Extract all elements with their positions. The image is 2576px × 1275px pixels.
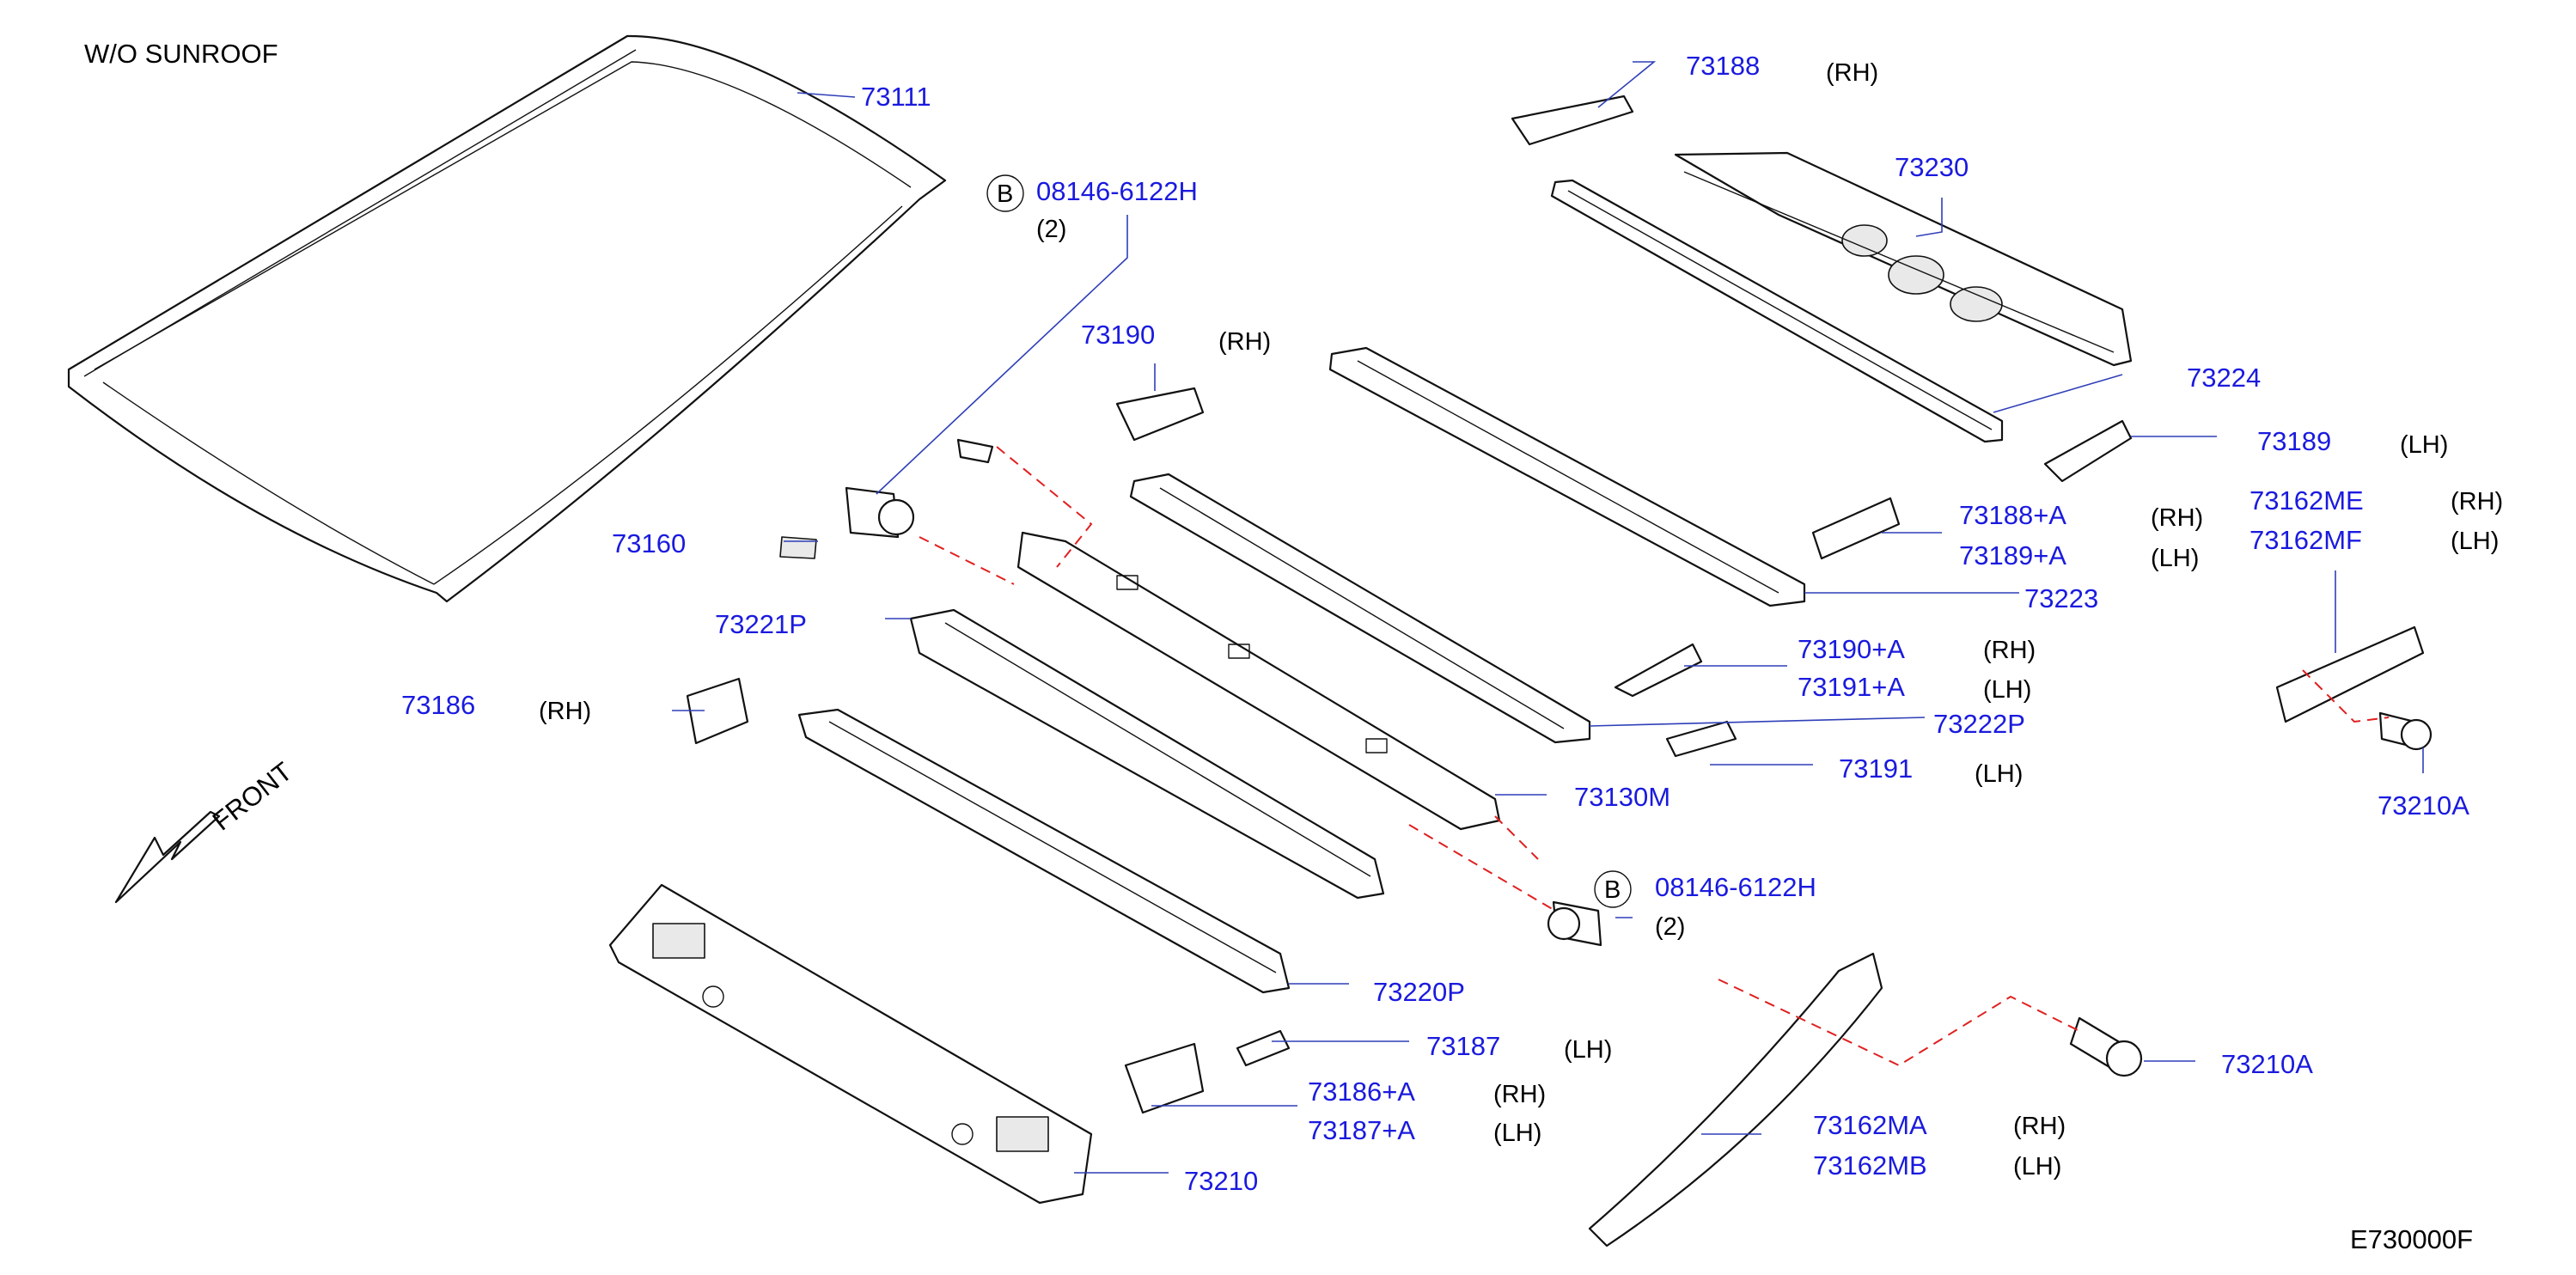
part-73223[interactable]: 73223 xyxy=(2024,583,2098,613)
part-73186a-side: (RH) xyxy=(1493,1081,1546,1108)
side-bracket-73162ma-drawing xyxy=(1588,952,1883,1248)
reinforcement-73130m-drawing xyxy=(1016,531,1501,831)
part-73111[interactable]: 73111 xyxy=(861,82,931,112)
part-73162me[interactable]: 73162ME xyxy=(2249,485,2364,515)
part-73187-side: (LH) xyxy=(1564,1036,1612,1064)
part-73190a-side: (RH) xyxy=(1983,637,2036,664)
roof-panel-drawing xyxy=(67,34,947,603)
part-73186-side: (RH) xyxy=(539,698,591,725)
part-73186[interactable]: 73186 xyxy=(401,690,475,720)
part-73190-side: (RH) xyxy=(1218,328,1271,356)
side-bracket-73162me-drawing xyxy=(2275,625,2425,723)
bow-73221p-drawing xyxy=(909,608,1385,900)
part-73220p[interactable]: 73220P xyxy=(1373,977,1465,1007)
part-73210a-right[interactable]: 73210A xyxy=(2378,790,2469,821)
part-73162me-side: (RH) xyxy=(2451,488,2503,515)
small-brackets-drawing xyxy=(686,95,2133,1114)
part-08146-top-qty: (2) xyxy=(1036,216,1066,243)
fasteners-drawing xyxy=(845,438,2433,1077)
part-73189-side: (LH) xyxy=(2400,431,2448,459)
rear-header-drawing xyxy=(1674,151,2133,367)
bow-73220p-drawing xyxy=(797,708,1291,994)
part-73191a[interactable]: 73191+A xyxy=(1798,672,1905,702)
part-73190[interactable]: 73190 xyxy=(1081,320,1155,350)
front-header-drawing xyxy=(608,883,1093,1205)
part-73210a-bottom[interactable]: 73210A xyxy=(2221,1049,2313,1079)
bolt-marker-circle-bottom xyxy=(1594,870,1632,908)
front-arrow-icon xyxy=(114,810,221,904)
part-73188a-side: (RH) xyxy=(2151,504,2203,532)
part-73190a[interactable]: 73190+A xyxy=(1798,634,1905,664)
part-08146-bottom-qty: (2) xyxy=(1655,913,1685,941)
assembly-dash-lines xyxy=(919,446,2390,1067)
part-73191-side: (LH) xyxy=(1975,760,2023,788)
bow-73223-drawing xyxy=(1328,346,1806,607)
bow-73222p-drawing xyxy=(1129,473,1591,744)
part-73186a[interactable]: 73186+A xyxy=(1308,1077,1415,1107)
part-73230[interactable]: 73230 xyxy=(1895,152,1969,182)
part-73187a-side: (LH) xyxy=(1493,1119,1541,1147)
part-73162ma-side: (RH) xyxy=(2013,1113,2066,1140)
front-label: FRONT xyxy=(207,756,298,836)
part-73221p[interactable]: 73221P xyxy=(715,609,807,639)
part-73130m[interactable]: 73130M xyxy=(1574,782,1670,812)
part-73188a[interactable]: 73188+A xyxy=(1959,500,2066,530)
leader-lines xyxy=(672,61,2424,1174)
bolt-marker-bottom: B xyxy=(1604,876,1621,904)
part-73191a-side: (LH) xyxy=(1983,676,2031,704)
part-73162mb-side: (LH) xyxy=(2013,1153,2061,1180)
part-73162mb[interactable]: 73162MB xyxy=(1813,1150,1927,1180)
part-73222p[interactable]: 73222P xyxy=(1933,709,2025,739)
bolt-marker-circle-top xyxy=(986,174,1024,212)
part-73162mf[interactable]: 73162MF xyxy=(2249,525,2362,555)
bolt-marker-top: B xyxy=(997,180,1013,208)
part-73224[interactable]: 73224 xyxy=(2187,363,2261,393)
variant-label: W/O SUNROOF xyxy=(84,39,278,69)
part-73162ma[interactable]: 73162MA xyxy=(1813,1110,1927,1140)
part-08146-bottom[interactable]: 08146-6122H xyxy=(1655,872,1816,902)
part-73162mf-side: (LH) xyxy=(2451,528,2499,555)
part-73188-side: (RH) xyxy=(1826,59,1878,87)
part-08146-top[interactable]: 08146-6122H xyxy=(1036,176,1198,206)
part-73189[interactable]: 73189 xyxy=(2257,426,2331,456)
part-73210[interactable]: 73210 xyxy=(1184,1166,1258,1196)
diagram-code: E730000F xyxy=(2350,1224,2473,1254)
part-73191[interactable]: 73191 xyxy=(1839,753,1913,784)
part-73160[interactable]: 73160 xyxy=(612,528,686,558)
part-73189a[interactable]: 73189+A xyxy=(1959,540,2066,570)
part-73188[interactable]: 73188 xyxy=(1686,51,1760,81)
part-73189a-side: (LH) xyxy=(2151,545,2199,572)
rail-73224-drawing xyxy=(1550,179,2004,443)
part-73187a[interactable]: 73187+A xyxy=(1308,1115,1415,1145)
part-73187[interactable]: 73187 xyxy=(1426,1031,1500,1061)
